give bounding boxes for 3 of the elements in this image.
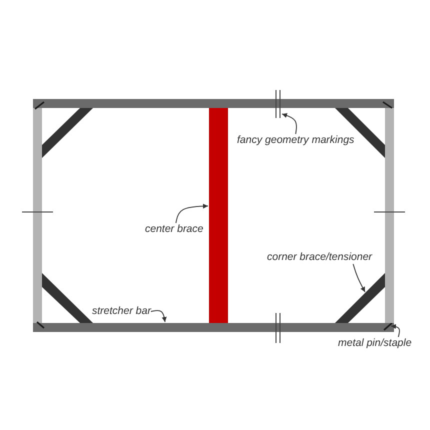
stretcher-bar [33,322,394,332]
callout-label: metal pin/staple [338,337,412,350]
pin-mark [383,322,393,331]
